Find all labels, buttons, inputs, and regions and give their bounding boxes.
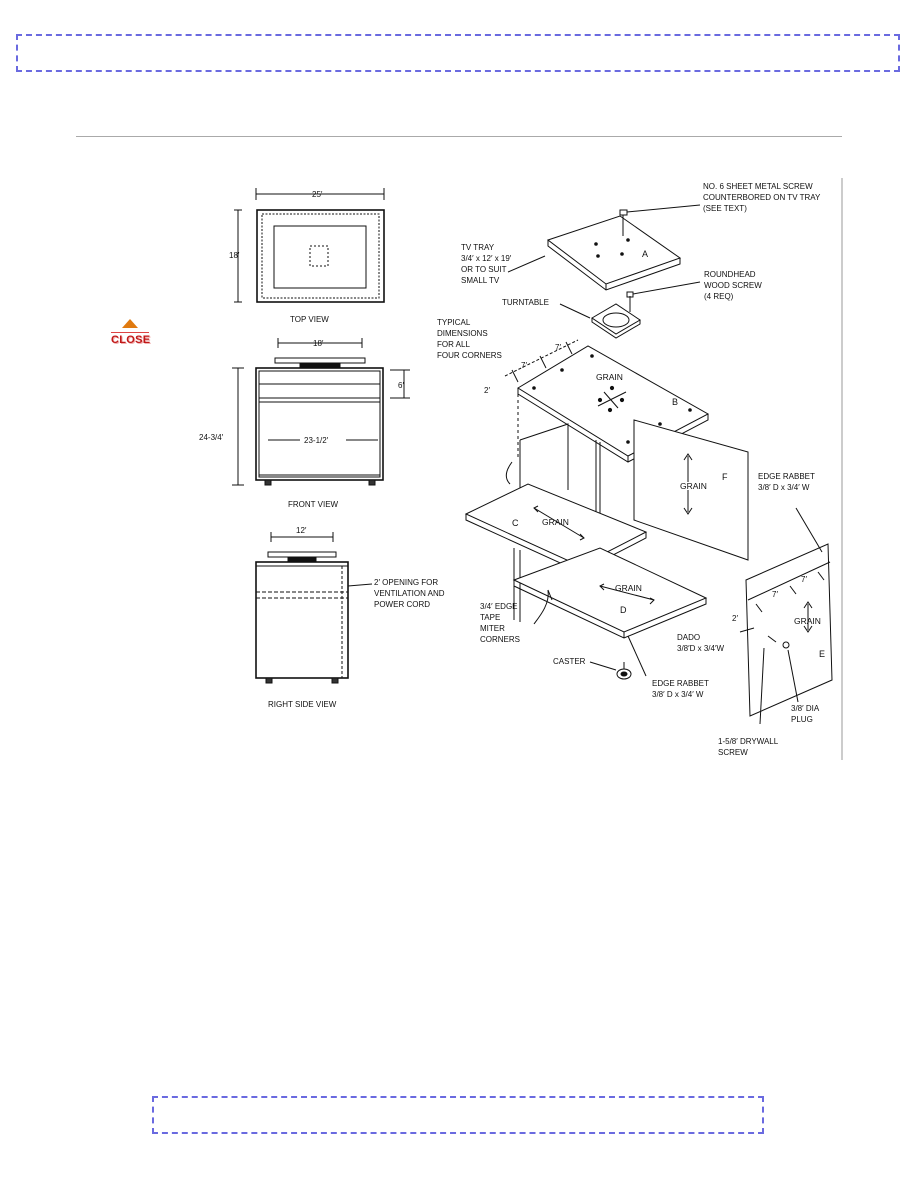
- edge-tape-line-3: MITER: [480, 624, 505, 633]
- close-button[interactable]: CLOSE: [109, 319, 151, 347]
- edge-rabbet-bottom-line-1: EDGE RABBET: [652, 679, 709, 688]
- panel-e-dim-2: 2′: [732, 614, 738, 623]
- plug-line-1: 3/8′ DIA: [791, 704, 820, 713]
- tv-tray-line-3: OR TO SUIT: [461, 265, 507, 274]
- side-note-line-3: POWER CORD: [374, 600, 430, 609]
- dim-7-upper: 7′: [555, 343, 561, 352]
- screw-note-line-2: COUNTERBORED ON TV TRAY: [703, 193, 821, 202]
- part-d: D: [620, 605, 627, 615]
- roundhead-line-1: ROUNDHEAD: [704, 270, 756, 279]
- dim-front-height: 24-3/4′: [199, 433, 224, 442]
- edge-tape-line-4: CORNERS: [480, 635, 520, 644]
- part-f: F: [722, 472, 728, 482]
- typical-line-2: DIMENSIONS: [437, 329, 488, 338]
- grain-label-c: GRAIN: [542, 517, 569, 527]
- dim-front-gap: 6′: [398, 381, 404, 390]
- typical-line-1: TYPICAL: [437, 318, 471, 327]
- tv-tray-line-4: SMALL TV: [461, 276, 500, 285]
- caster-label: CASTER: [553, 657, 586, 666]
- part-a: A: [642, 249, 648, 259]
- plug-line-2: PLUG: [791, 715, 813, 724]
- side-view-caption: RIGHT SIDE VIEW: [268, 700, 337, 709]
- bottom-ad-placeholder: [152, 1096, 764, 1134]
- typical-line-4: FOUR CORNERS: [437, 351, 502, 360]
- close-button-label: CLOSE: [111, 332, 151, 347]
- right-side-view: [255, 532, 373, 684]
- top-view: [234, 188, 385, 303]
- dim-front-tray: 18′: [313, 339, 324, 348]
- typical-line-3: FOR ALL: [437, 340, 470, 349]
- dim-7-lower: 7′: [521, 361, 527, 370]
- edge-rabbet-right-line-2: 3/8′ D x 3/4′ W: [758, 483, 810, 492]
- front-view: [232, 338, 410, 486]
- tv-tray-line-1: TV TRAY: [461, 243, 495, 252]
- panel-e-dim-7a: 7′: [772, 590, 778, 599]
- dim-side-tray: 12′: [296, 526, 307, 535]
- exploded-view: [464, 204, 833, 725]
- edge-rabbet-bottom-line-2: 3/8′ D x 3/4′ W: [652, 690, 704, 699]
- turntable-label: TURNTABLE: [502, 298, 549, 307]
- dim-front-inner: 23-1/2′: [304, 436, 329, 445]
- tv-tray-line-2: 3/4′ x 12′ x 19′: [461, 254, 512, 263]
- dado-line-2: 3/8′D x 3/4′W: [677, 644, 724, 653]
- top-ad-placeholder: [16, 34, 900, 72]
- drywall-line-1: 1-5/8′ DRYWALL: [718, 737, 779, 746]
- drywall-line-2: SCREW: [718, 748, 748, 757]
- edge-rabbet-right-line-1: EDGE RABBET: [758, 472, 815, 481]
- roundhead-line-2: WOOD SCREW: [704, 281, 762, 290]
- up-triangle-icon: [122, 319, 138, 328]
- part-c: C: [512, 518, 519, 528]
- top-view-caption: TOP VIEW: [290, 315, 329, 324]
- screw-note-line-1: NO. 6 SHEET METAL SCREW: [703, 182, 813, 191]
- grain-label-f: GRAIN: [680, 481, 707, 491]
- dado-line-1: DADO: [677, 633, 700, 642]
- header-divider: [76, 136, 842, 137]
- grain-label-d: GRAIN: [615, 583, 642, 593]
- grain-label-b: GRAIN: [596, 372, 623, 382]
- roundhead-line-3: (4 REQ): [704, 292, 734, 301]
- screw-note-line-3: (SEE TEXT): [703, 204, 747, 213]
- panel-e-dim-7b: 7′: [801, 575, 807, 584]
- grain-label-e: GRAIN: [794, 616, 821, 626]
- dim-top-depth: 18′: [229, 251, 240, 260]
- edge-tape-line-2: TAPE: [480, 613, 500, 622]
- edge-tape-line-1: 3/4′ EDGE: [480, 602, 518, 611]
- dim-2: 2′: [484, 386, 490, 395]
- part-b: B: [672, 397, 678, 407]
- side-note-line-2: VENTILATION AND: [374, 589, 445, 598]
- side-note-line-1: 2′ OPENING FOR: [374, 578, 438, 587]
- dim-top-width: 25′: [312, 190, 323, 199]
- part-e: E: [819, 649, 825, 659]
- front-view-caption: FRONT VIEW: [288, 500, 339, 509]
